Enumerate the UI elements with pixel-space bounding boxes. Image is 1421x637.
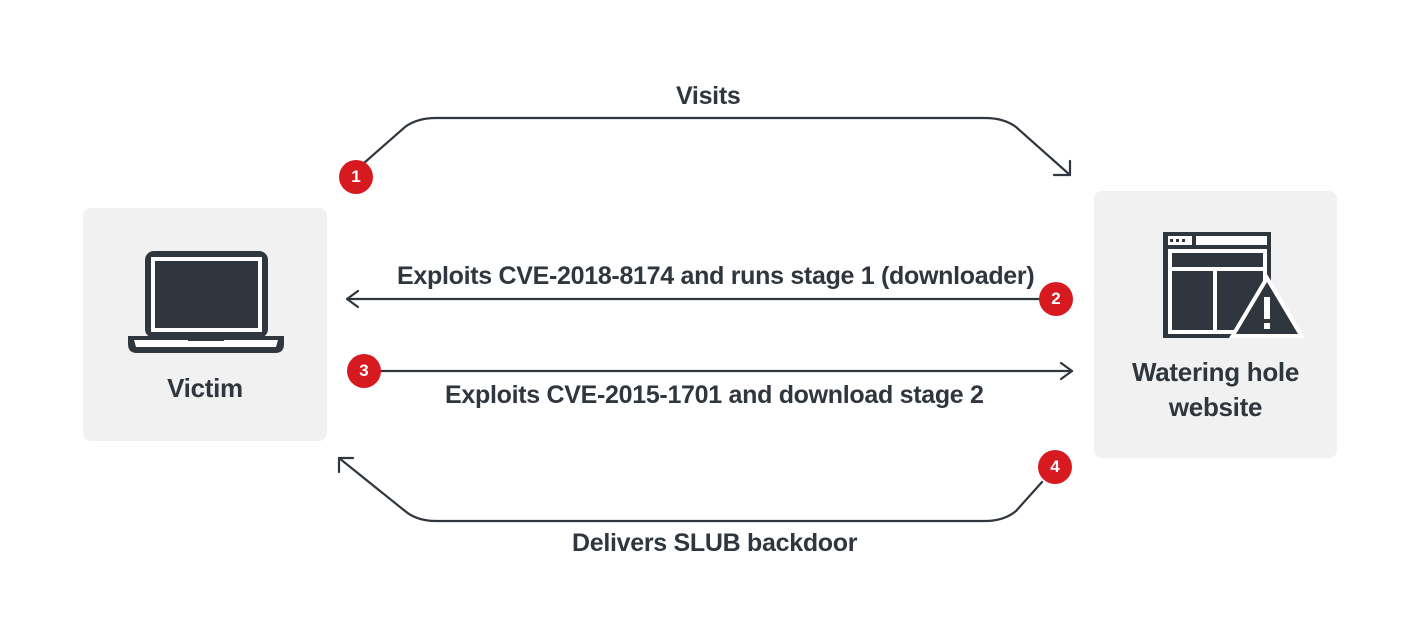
watering-hole-label-line2: website (1168, 392, 1263, 422)
laptop-icon (128, 251, 284, 353)
arrow-visits (362, 116, 1072, 177)
arrow-visits-head (1052, 159, 1072, 177)
website-warning-icon (1163, 232, 1305, 338)
edge-label-visits: Visits (676, 82, 741, 110)
step-badge-1: 1 (339, 160, 373, 194)
watering-hole-label-line1: Watering hole (1131, 357, 1300, 387)
edge-label-stage2: Exploits CVE-2015-1701 and download stag… (445, 381, 984, 409)
edge-label-slub-backdoor: Delivers SLUB backdoor (572, 529, 858, 557)
step-badge-3: 3 (347, 354, 381, 388)
step-badge-4: 4 (1038, 450, 1072, 484)
arrow-stage1-head (345, 289, 360, 309)
watering-hole-label: Watering hole website (1094, 355, 1337, 425)
arrow-slub-head (337, 456, 355, 474)
victim-label: Victim (167, 373, 243, 403)
arrow-stage2-head (1059, 361, 1074, 381)
victim-node: Victim (83, 208, 327, 441)
edge-label-stage1: Exploits CVE-2018-8174 and runs stage 1 … (397, 262, 1035, 290)
step-badge-2: 2 (1039, 282, 1073, 316)
watering-hole-node: Watering hole website (1094, 191, 1337, 458)
arrow-slub (337, 456, 1044, 523)
